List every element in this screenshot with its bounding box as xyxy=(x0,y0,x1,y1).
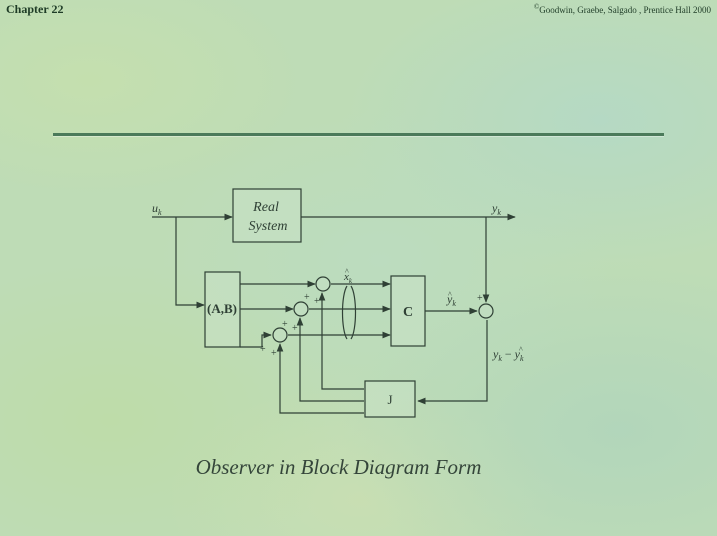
signal-u: uk xyxy=(152,201,162,217)
j-block xyxy=(364,380,416,418)
c-block-label: C xyxy=(403,305,413,320)
real-system-block xyxy=(232,188,302,243)
j-block-label: J xyxy=(387,392,392,407)
sign-sum2-b: + xyxy=(292,323,298,334)
real-system-label-line1: Real xyxy=(252,200,279,215)
sign-sum2-a: + xyxy=(282,319,288,330)
real-system-label-line2: System xyxy=(249,219,288,234)
wire-error-to-j xyxy=(417,320,488,405)
slide-caption: Observer in Block Diagram Form xyxy=(195,455,482,479)
summing-junction-1 xyxy=(315,276,331,292)
signal-error-accent: ^ xyxy=(519,345,523,354)
signal-yhat-accent: ^ xyxy=(448,290,452,299)
wire-j-to-sum1 xyxy=(318,292,364,390)
summing-junction-3 xyxy=(272,327,288,343)
summing-junction-4 xyxy=(478,303,494,319)
sign-sum4-b: - xyxy=(469,307,472,318)
wire-u-to-ab xyxy=(175,217,205,309)
c-block xyxy=(390,275,426,347)
sign-sum4-a: + xyxy=(477,293,483,304)
signal-y: yk xyxy=(491,201,501,217)
summing-junction-2 xyxy=(293,301,309,317)
copyright-symbol: © xyxy=(533,3,540,11)
signal-xhat: xk xyxy=(343,271,353,285)
state-vector-bracket-right xyxy=(350,285,357,340)
copyright-notice: ©Goodwin, Graebe, Salgado , Prentice Hal… xyxy=(534,3,711,15)
signal-xhat-accent: ^ xyxy=(345,267,349,276)
sign-sum3-a: + xyxy=(260,344,266,355)
sign-sum3-b: + xyxy=(271,348,277,359)
sign-sum1-a: + xyxy=(304,292,310,303)
wire-j-to-sum3 xyxy=(276,343,364,414)
wire-j-to-sum2 xyxy=(296,317,364,402)
state-vector-bracket xyxy=(341,285,348,340)
signal-yhat: yk xyxy=(446,292,456,308)
title-divider xyxy=(53,133,664,136)
ab-block-label: (A,B) xyxy=(207,301,237,316)
signal-error: yk − yk xyxy=(492,347,524,363)
copyright-text: Goodwin, Graebe, Salgado , Prentice Hall… xyxy=(539,5,711,15)
chapter-label: Chapter 22 xyxy=(6,2,64,16)
wire-ab-to-sum3b xyxy=(261,331,272,347)
ab-block xyxy=(204,271,241,348)
sign-sum1-b: + xyxy=(314,296,320,307)
